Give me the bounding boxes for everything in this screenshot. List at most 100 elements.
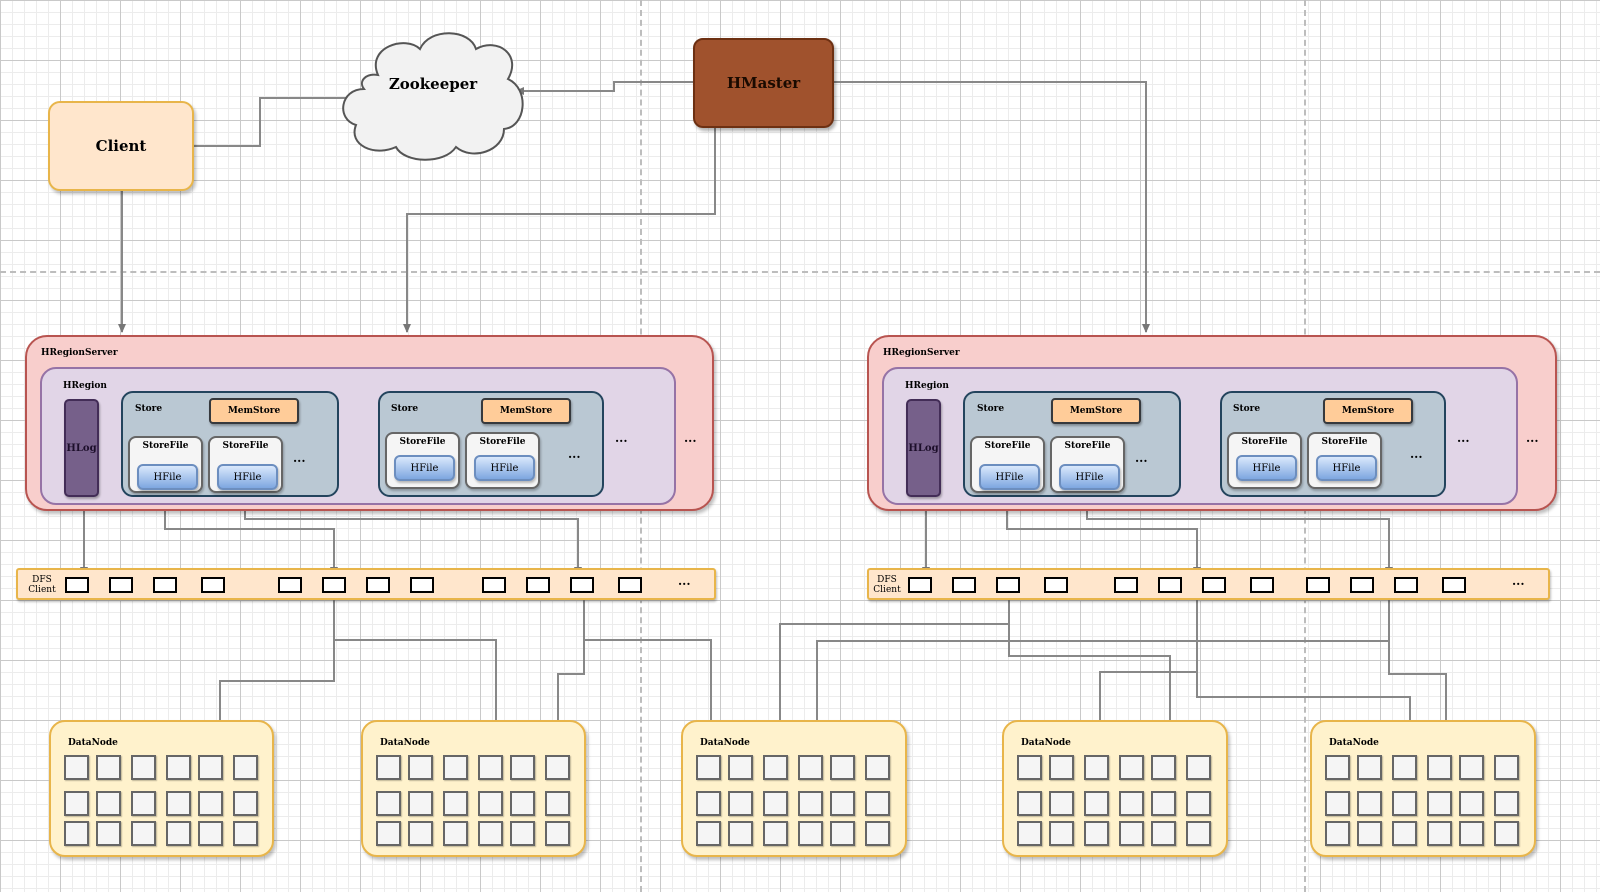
memstore-2-2-label: MemStore <box>1341 406 1395 416</box>
datanode-block <box>1325 821 1350 846</box>
hfile-2-2-b[interactable]: HFile <box>1316 455 1377 481</box>
datanode-block <box>408 821 433 846</box>
datanode-block <box>1459 791 1484 816</box>
datanode-block <box>233 821 258 846</box>
datanode-block <box>1151 821 1176 846</box>
hfile-label: HFile <box>1332 462 1361 474</box>
dfs-block <box>908 577 932 593</box>
datanode-block <box>1017 821 1042 846</box>
datanode-block <box>798 791 823 816</box>
datanode-block <box>1119 791 1144 816</box>
datanode-block <box>1459 755 1484 780</box>
datanode-block <box>1494 791 1519 816</box>
dfs-block <box>1350 577 1374 593</box>
dfs-client-2-more: ... <box>1512 574 1525 588</box>
hlog-2[interactable]: HLog <box>906 399 941 497</box>
datanode-block <box>545 755 570 780</box>
dfs-block <box>1306 577 1330 593</box>
hfile-label: HFile <box>995 471 1024 483</box>
dfs-block <box>410 577 434 593</box>
dfs-block <box>570 577 594 593</box>
datanode-block <box>1427 821 1452 846</box>
store-2-2-more: ... <box>1410 447 1423 461</box>
memstore-1-2[interactable]: MemStore <box>481 398 571 424</box>
datanode-block <box>443 791 468 816</box>
storefile-label: StoreFile <box>222 441 269 451</box>
server-1-more: ... <box>684 431 697 445</box>
hfile-2-2-a[interactable]: HFile <box>1236 455 1297 481</box>
memstore-2-1[interactable]: MemStore <box>1051 398 1141 424</box>
hlog-1[interactable]: HLog <box>64 399 99 497</box>
server-2-more: ... <box>1526 431 1539 445</box>
datanode-block <box>408 755 433 780</box>
datanode-block <box>545 791 570 816</box>
datanode-block <box>728 821 753 846</box>
store-1-1-more: ... <box>293 451 306 465</box>
datanode-block <box>696 755 721 780</box>
client-node[interactable]: Client <box>48 101 194 191</box>
hlog-1-label: HLog <box>66 442 97 454</box>
datanode-block <box>96 791 121 816</box>
datanode-block <box>443 821 468 846</box>
datanode-block <box>763 821 788 846</box>
datanode-block <box>510 791 535 816</box>
datanode-block <box>798 755 823 780</box>
datanode-block <box>728 755 753 780</box>
datanode-block <box>1084 821 1109 846</box>
region-1-more: ... <box>615 431 628 445</box>
datanode-block <box>865 821 890 846</box>
hfile-1-1-b[interactable]: HFile <box>217 464 278 490</box>
hfile-2-1-b[interactable]: HFile <box>1059 464 1120 490</box>
dfs-block <box>1250 577 1274 593</box>
hfile-label: HFile <box>1252 462 1281 474</box>
datanode-block <box>198 755 223 780</box>
store-1-2-title: Store <box>391 404 419 414</box>
dfs-block <box>996 577 1020 593</box>
datanode-2-label: DataNode <box>380 738 430 748</box>
storefile-label: StoreFile <box>1241 437 1288 447</box>
datanode-block <box>1392 755 1417 780</box>
hfile-1-2-b[interactable]: HFile <box>474 455 535 481</box>
storefile-label: StoreFile <box>1321 437 1368 447</box>
datanode-block <box>443 755 468 780</box>
datanode-block <box>64 821 89 846</box>
hfile-1-2-a[interactable]: HFile <box>394 455 455 481</box>
datanode-block <box>1017 755 1042 780</box>
datanode-block <box>1186 791 1211 816</box>
zookeeper-cloud-icon[interactable] <box>338 27 528 163</box>
datanode-block <box>1049 755 1074 780</box>
datanode-block <box>376 791 401 816</box>
dfs-client-2[interactable]: DFS Client ... <box>867 568 1550 600</box>
datanode-block <box>696 821 721 846</box>
datanode-block <box>478 821 503 846</box>
connector-client-zookeeper <box>194 97 352 147</box>
memstore-1-1[interactable]: MemStore <box>209 398 299 424</box>
datanode-block <box>198 791 223 816</box>
dfs-block <box>1442 577 1466 593</box>
dfs-block <box>618 577 642 593</box>
datanode-block <box>1049 821 1074 846</box>
datanode-block <box>1357 791 1382 816</box>
datanode-block <box>233 791 258 816</box>
hfile-1-1-a[interactable]: HFile <box>137 464 198 490</box>
dfs-block <box>278 577 302 593</box>
datanode-block <box>1186 755 1211 780</box>
datanode-block <box>64 791 89 816</box>
hfile-2-1-a[interactable]: HFile <box>979 464 1040 490</box>
datanode-4-label: DataNode <box>1021 738 1071 748</box>
datanode-block <box>865 791 890 816</box>
datanode-block <box>96 755 121 780</box>
datanode-block <box>1017 791 1042 816</box>
hfile-label: HFile <box>410 462 439 474</box>
hmaster-node[interactable]: HMaster <box>693 38 834 128</box>
datanode-1-label: DataNode <box>68 738 118 748</box>
datanode-block <box>763 791 788 816</box>
datanode-block <box>830 791 855 816</box>
datanode-block <box>131 755 156 780</box>
memstore-2-2[interactable]: MemStore <box>1323 398 1413 424</box>
datanode-block <box>865 755 890 780</box>
datanode-block <box>1494 821 1519 846</box>
datanode-block <box>1084 755 1109 780</box>
datanode-block <box>696 791 721 816</box>
dfs-block <box>153 577 177 593</box>
